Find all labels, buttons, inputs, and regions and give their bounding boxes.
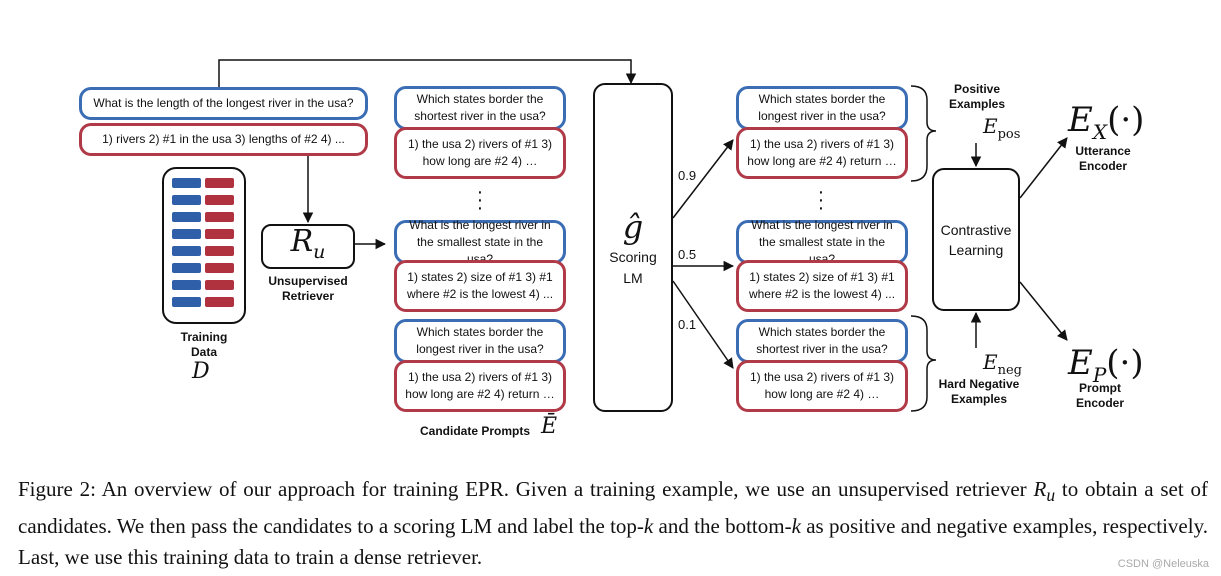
data-square xyxy=(205,280,234,290)
data-square xyxy=(172,263,201,273)
score-mid: 0.5 xyxy=(678,247,697,262)
ranked-answer-2: 1) states 2) size of #1 3) #1 where #2 i… xyxy=(736,260,908,312)
data-square xyxy=(172,195,201,205)
scoring-label: Scoring LM xyxy=(609,248,657,286)
data-square xyxy=(205,229,234,239)
ranked-question-2: What is the longest river in the smalles… xyxy=(736,218,908,266)
brace-positive xyxy=(910,85,937,182)
candidate-answer-3: 1) the usa 2) rivers of #1 3) how long a… xyxy=(394,360,566,412)
input-decomposition-box: 1) rivers 2) #1 in the usa 3) lengths of… xyxy=(79,123,368,156)
utterance-encoder-symbol: EX(·) xyxy=(1068,100,1145,144)
data-square xyxy=(205,195,234,205)
watermark: CSDN @Neleuska xyxy=(1117,558,1209,570)
data-square xyxy=(172,297,201,307)
training-data-symbol: D xyxy=(192,359,210,384)
data-square xyxy=(205,178,234,188)
data-square xyxy=(205,212,234,222)
candidate-prompts-label: Candidate Prompts xyxy=(419,424,530,438)
data-square xyxy=(172,229,201,239)
candidate-prompts-symbol: Ē xyxy=(541,414,558,439)
scoring-lm-box: ĝ Scoring LM xyxy=(593,83,673,412)
utterance-encoder-label: Utterance Encoder xyxy=(1075,144,1131,173)
ellipsis-candidates: ··· xyxy=(476,181,484,219)
data-square xyxy=(205,297,234,307)
connector-arrows xyxy=(218,59,1068,412)
arrow-question-to-scoring xyxy=(218,59,637,88)
negative-symbol: Eneg xyxy=(983,350,1022,378)
score-top: 0.9 xyxy=(678,168,697,183)
positive-examples-label: Positive Examples xyxy=(948,82,1006,111)
positive-symbol: Epos xyxy=(983,114,1021,142)
hard-negative-label: Hard Negative Examples xyxy=(938,377,1020,406)
ranked-question-3: Which states border the shortest river i… xyxy=(736,319,908,363)
retriever-label: Unsupervised Retriever xyxy=(268,274,348,303)
ranked-answer-3: 1) the usa 2) rivers of #1 3) how long a… xyxy=(736,360,908,412)
ranked-answer-1: 1) the usa 2) rivers of #1 3) how long a… xyxy=(736,127,908,179)
brace-negative xyxy=(910,315,937,412)
figure-caption: Figure 2: An overview of our approach fo… xyxy=(18,477,1208,570)
arrow-score-bottom xyxy=(672,280,734,369)
data-square xyxy=(172,246,201,256)
data-square xyxy=(172,280,201,290)
ranked-question-1: Which states border the longest river in… xyxy=(736,86,908,130)
retriever-box: Ru xyxy=(261,224,355,269)
data-square xyxy=(205,263,234,273)
arrow-to-prompt-encoder xyxy=(1019,281,1068,341)
arrow-to-utterance-encoder xyxy=(1019,137,1068,199)
candidate-question-2: What is the longest river in the smalles… xyxy=(394,218,566,266)
contrastive-learning-box: Contrastive Learning xyxy=(932,168,1020,311)
prompt-encoder-symbol: EP(·) xyxy=(1068,343,1144,387)
input-question-box: What is the length of the longest river … xyxy=(79,87,368,120)
training-data-label: Training Data xyxy=(180,330,228,359)
retriever-symbol: Ru xyxy=(290,223,326,263)
prompt-encoder-label: Prompt Encoder xyxy=(1075,381,1124,410)
data-square xyxy=(205,246,234,256)
candidate-answer-2: 1) states 2) size of #1 3) #1 where #2 i… xyxy=(394,260,566,312)
arrow-score-top xyxy=(672,139,734,219)
candidate-question-3: Which states border the longest river in… xyxy=(394,319,566,363)
epr-diagram: What is the length of the longest river … xyxy=(79,59,1145,439)
data-square xyxy=(172,178,201,188)
score-bottom: 0.1 xyxy=(678,317,697,332)
scoring-symbol: ĝ xyxy=(622,207,644,246)
candidate-question-1: Which states border the shortest river i… xyxy=(394,86,566,130)
candidate-answer-1: 1) the usa 2) rivers of #1 3) how long a… xyxy=(394,127,566,179)
ellipsis-ranked: ··· xyxy=(817,181,825,219)
data-square xyxy=(172,212,201,222)
